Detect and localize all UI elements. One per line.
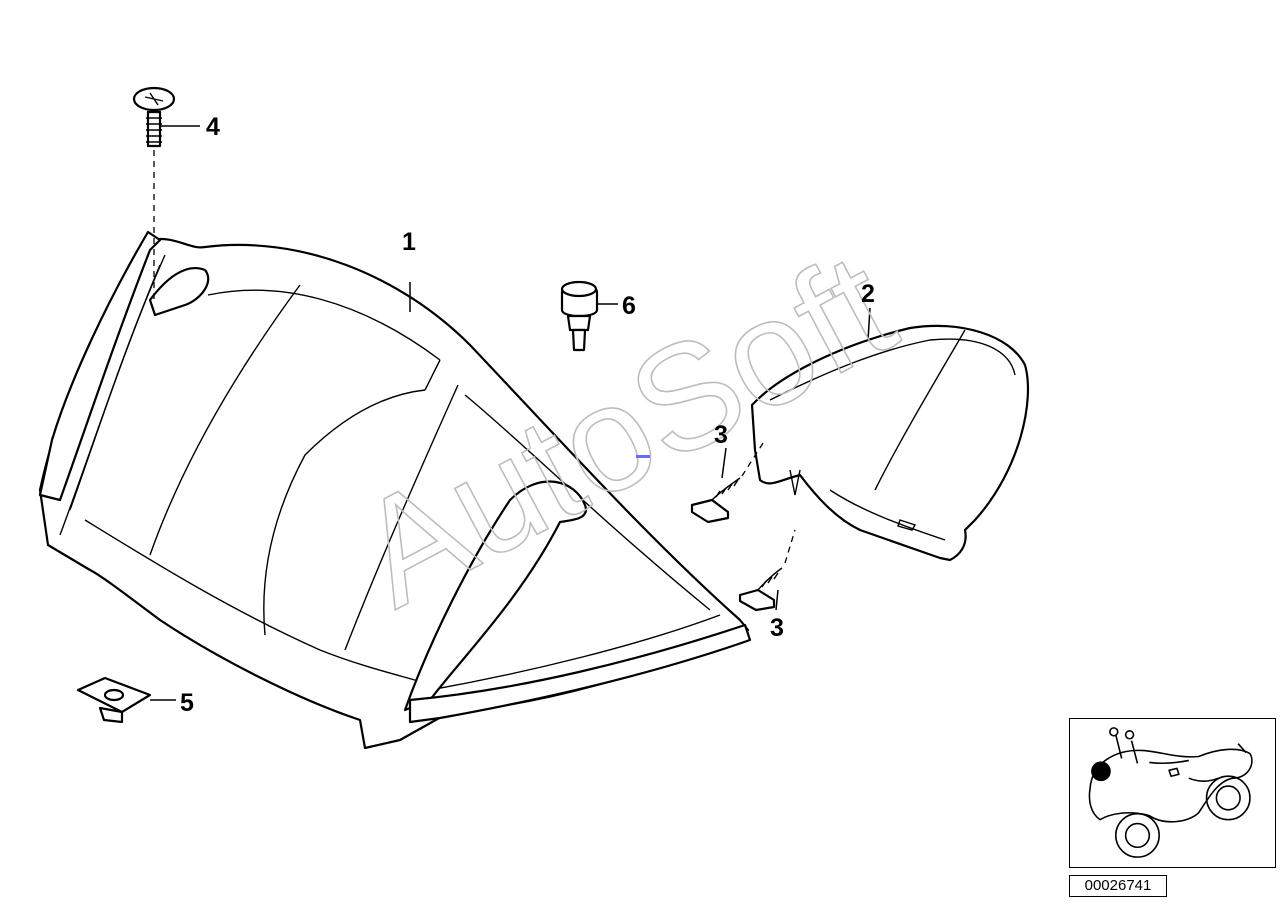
part-3-screw-lower	[738, 529, 796, 612]
part-5-clip-nut	[76, 676, 152, 724]
leader-lines	[150, 125, 871, 701]
motorcycle-icon	[1088, 727, 1253, 858]
part-2-cover	[750, 324, 1030, 562]
callout-6: 6	[622, 292, 636, 320]
blue-mark	[636, 455, 650, 458]
part-3-screw-upper	[690, 439, 766, 524]
part-6-stud	[560, 280, 599, 352]
callout-4: 4	[206, 113, 220, 141]
callout-1: 1	[402, 228, 416, 256]
callout-3-lower: 3	[770, 614, 784, 642]
location-inset	[1069, 718, 1276, 868]
location-highlight	[1091, 761, 1111, 782]
callout-3-upper: 3	[714, 421, 728, 449]
callout-2: 2	[861, 280, 875, 308]
part-4-screw	[132, 86, 176, 300]
reference-number: 00026741	[1069, 875, 1167, 897]
callout-5: 5	[180, 689, 194, 717]
part-1-windshield	[38, 230, 752, 750]
